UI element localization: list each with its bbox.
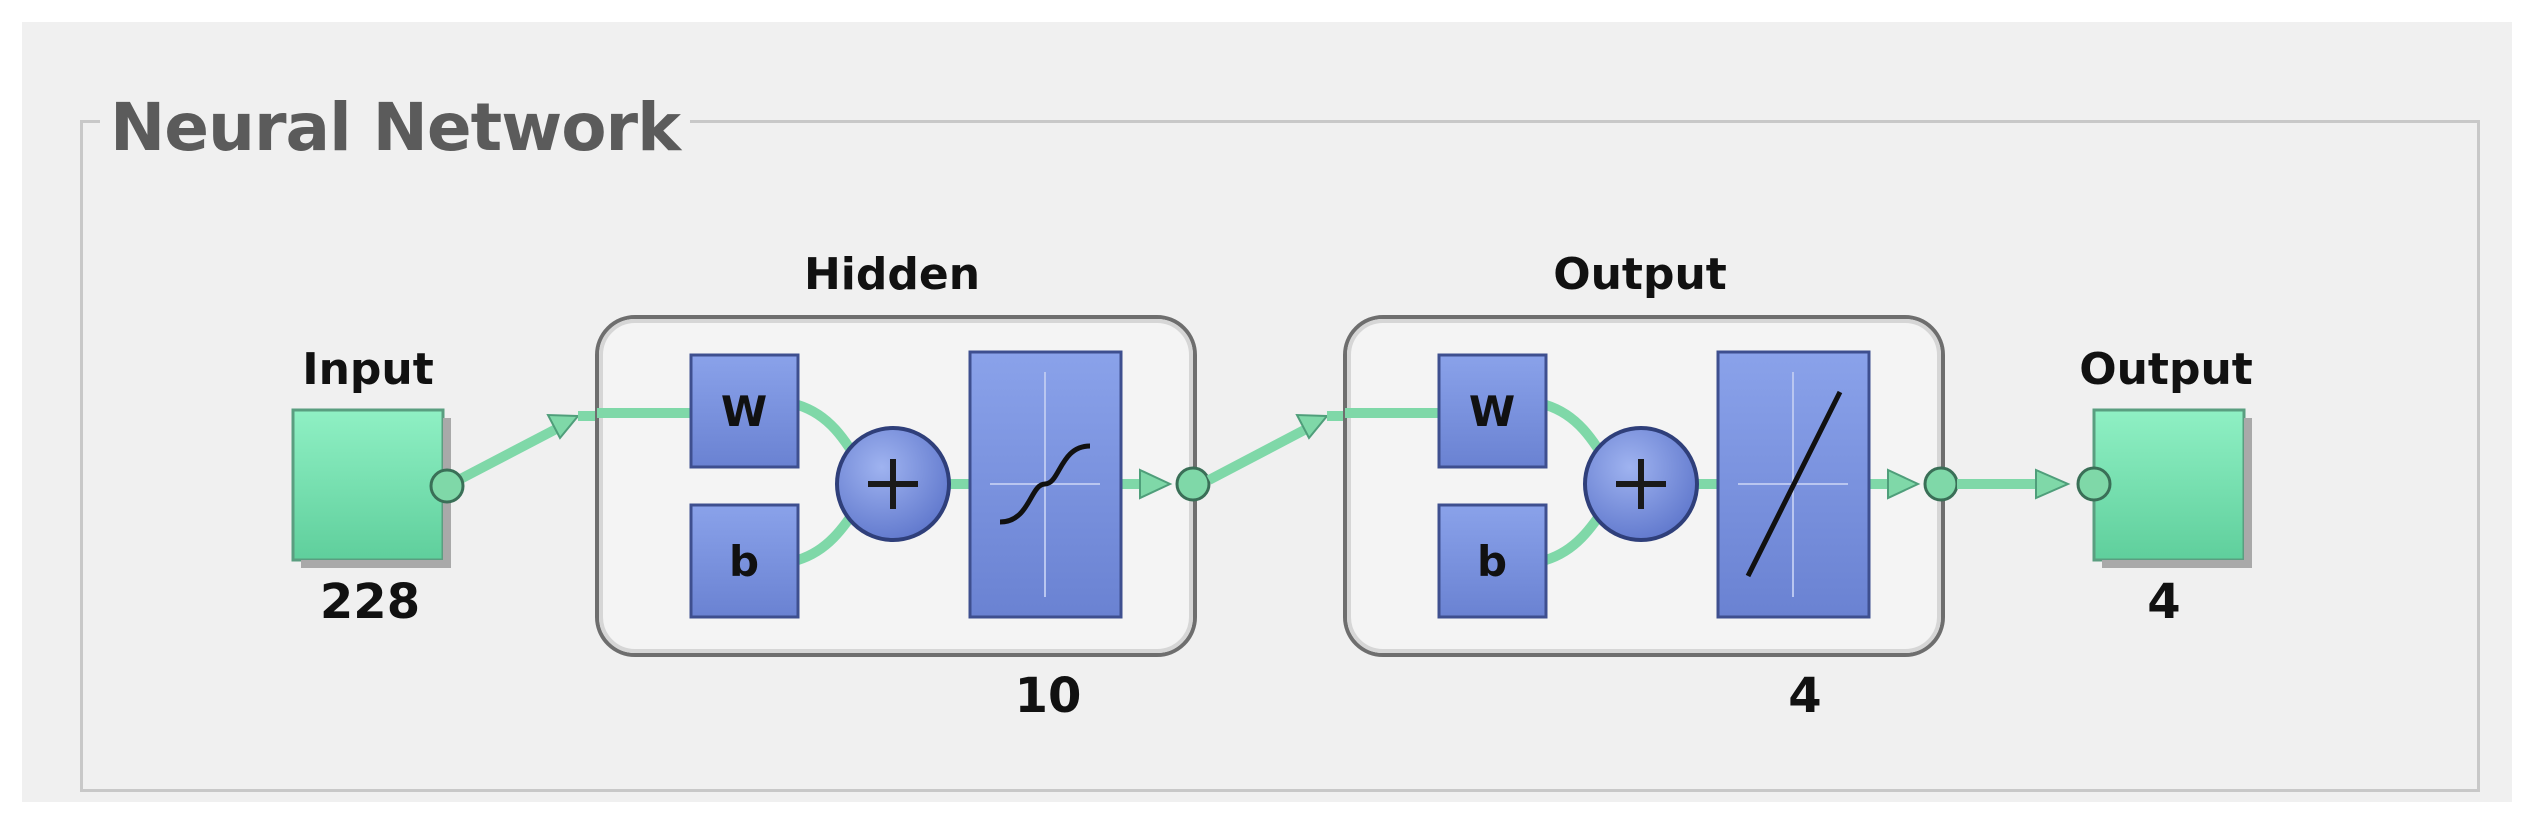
hidden-bias-block xyxy=(689,503,800,619)
hidden-weight-label: W xyxy=(721,387,767,436)
input-node-shadow-bottom xyxy=(301,560,451,568)
output-node-shadow-bottom xyxy=(2102,560,2252,568)
output-port-dot xyxy=(2076,466,2112,502)
link-output-layer-to-output xyxy=(1957,468,2071,500)
output-layer-port-dot xyxy=(1923,466,1959,502)
hidden-weight-block xyxy=(689,353,800,469)
linear-icon xyxy=(1738,372,1848,597)
input-label: Input xyxy=(302,344,434,395)
input-size: 228 xyxy=(320,574,420,630)
output-weight-block xyxy=(1437,353,1548,469)
hidden-layer-size: 10 xyxy=(1015,668,1082,724)
group-box-frame xyxy=(80,120,2480,792)
output-size: 4 xyxy=(2147,574,2180,630)
hidden-layer-label: Hidden xyxy=(804,249,980,300)
hidden-wires xyxy=(597,400,1173,565)
output-bias-label: b xyxy=(1477,537,1507,586)
hidden-output-port-dot xyxy=(1175,466,1211,502)
output-bias-block xyxy=(1437,503,1548,619)
sigmoid-icon xyxy=(990,372,1100,597)
output-label: Output xyxy=(2079,344,2253,395)
input-port-dot xyxy=(429,468,465,504)
plus-icon xyxy=(1616,459,1666,509)
output-node xyxy=(2092,408,2246,562)
output-layer-label: Output xyxy=(1553,249,1727,300)
output-layer-size: 4 xyxy=(1788,668,1821,724)
hidden-bias-label: b xyxy=(729,537,759,586)
link-input-to-hidden xyxy=(444,411,597,491)
group-box-title: Neural Network xyxy=(100,88,690,168)
output-node-shadow xyxy=(2244,418,2252,568)
input-node xyxy=(291,408,445,562)
link-hidden-to-output xyxy=(1206,411,1345,485)
output-weight-label: W xyxy=(1469,387,1515,436)
plus-icon xyxy=(868,459,918,509)
